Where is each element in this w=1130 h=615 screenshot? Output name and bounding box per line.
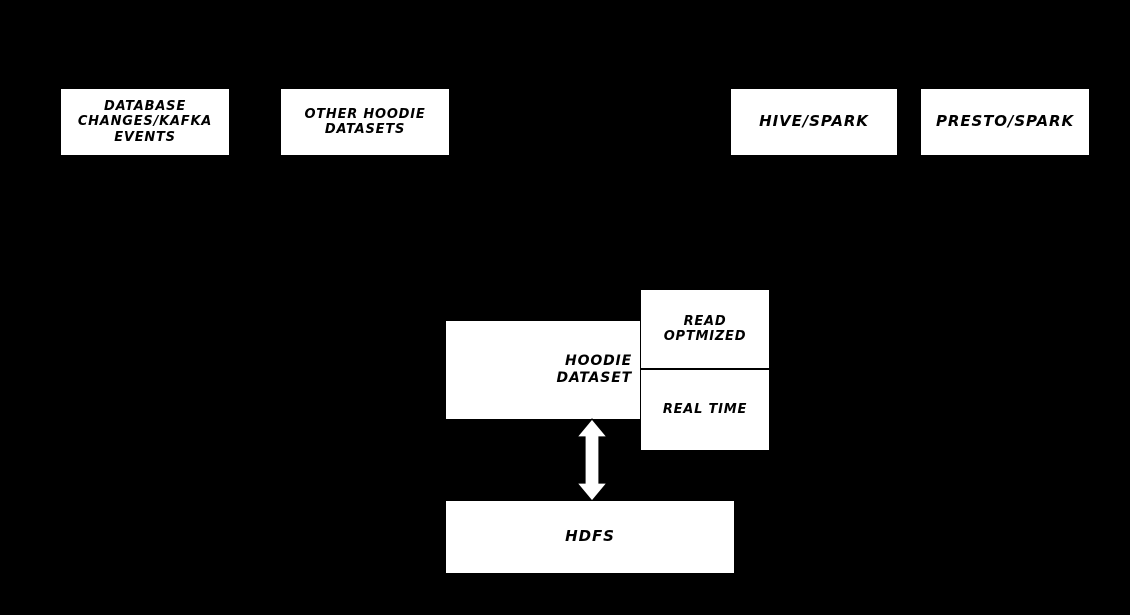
node-label: Real Time (662, 402, 748, 418)
node-hdfs[interactable]: HDFS (446, 501, 734, 573)
node-real-time-view[interactable]: Real Time (641, 370, 769, 450)
node-hive-spark[interactable]: Hive/Spark (731, 89, 897, 155)
node-label: Hive/Spark (759, 112, 869, 131)
node-other-hoodie-datasets[interactable]: Other Hoodie Datasets (281, 89, 449, 155)
node-database-changes-kafka-events[interactable]: Database Changes/Kafka Events (61, 89, 229, 155)
node-label: Hoodie Dataset (556, 353, 632, 386)
node-presto-spark[interactable]: Presto/Spark (921, 89, 1089, 155)
node-read-optimized-view[interactable]: Read Optmized (641, 290, 769, 370)
node-hoodie-dataset[interactable]: Hoodie Dataset (446, 321, 640, 419)
node-label: Other Hoodie Datasets (304, 106, 426, 137)
double-headed-arrow-icon (574, 418, 610, 502)
node-label: Database Changes/Kafka Events (77, 99, 213, 145)
node-label: Presto/Spark (935, 112, 1075, 131)
node-label: Read Optmized (663, 313, 747, 344)
node-label: HDFS (565, 527, 615, 546)
